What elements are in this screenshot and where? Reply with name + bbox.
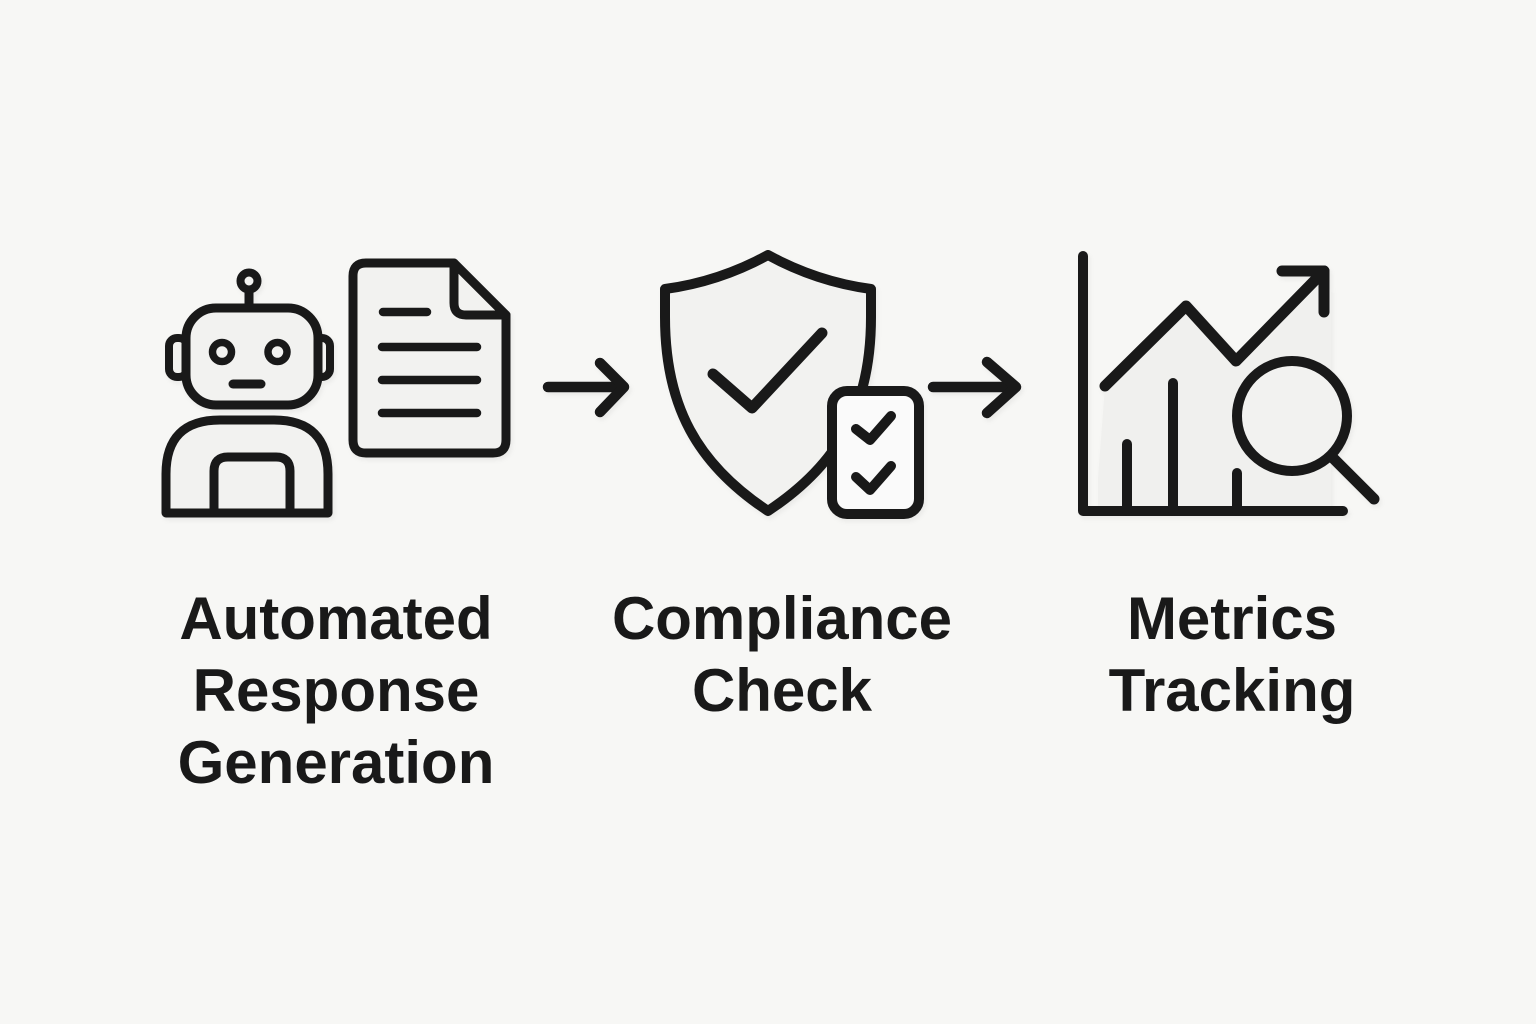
flow-arrow-1 (542, 357, 630, 418)
right-arrow-icon (927, 356, 1022, 419)
magnifier-icon (1232, 356, 1380, 505)
checklist-icon (827, 386, 924, 519)
step-3-icon-group (1078, 251, 1380, 516)
document-icon (348, 258, 511, 458)
step-3-label: Metrics Tracking (1108, 585, 1356, 724)
right-arrow-icon (542, 357, 630, 418)
step-1-icon-group (161, 258, 511, 518)
robot-icon (161, 268, 334, 518)
flow-arrow-2 (927, 356, 1022, 419)
shield-check-icon (660, 250, 876, 516)
step-2-icon-group (660, 250, 924, 519)
trend-arrow-icon (1099, 265, 1330, 392)
step-1-label: Automated Response Generation (177, 585, 495, 796)
step-2-label: Compliance Check (611, 585, 953, 724)
